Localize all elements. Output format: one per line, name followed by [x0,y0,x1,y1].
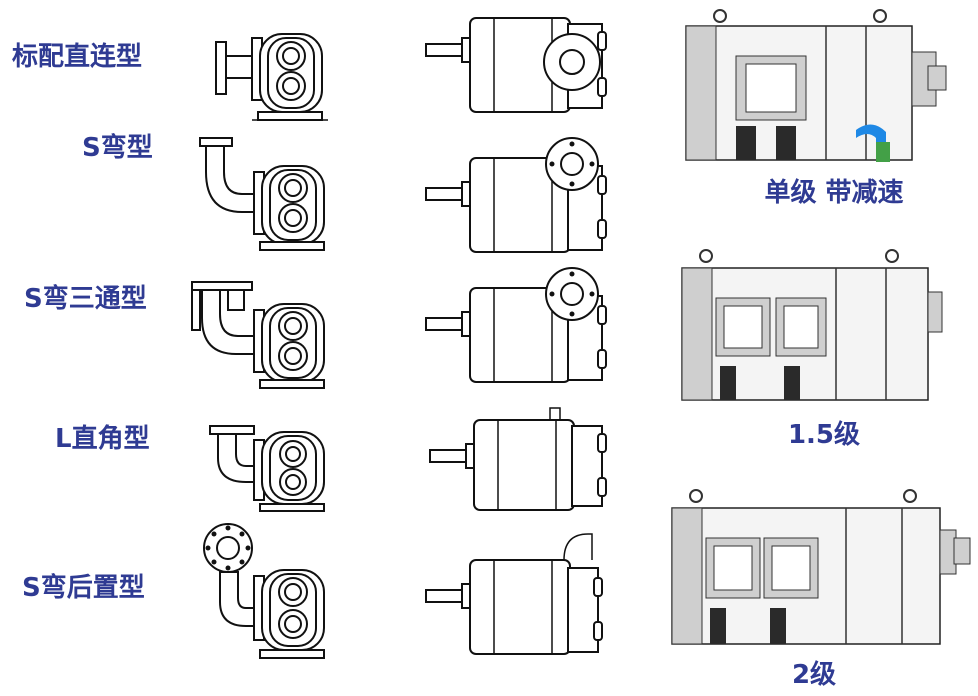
front-view-s-bend-tee [188,278,336,390]
label-s-bend: S弯型 [82,133,153,163]
side-view-standard [422,14,612,116]
side-view-l-angle [426,404,612,514]
label-s-bend-rear: S弯后置型 [22,573,145,603]
photo-one-half-stage [681,249,943,401]
front-view-standard [212,20,332,124]
label-standard: 标配直连型 [12,42,143,72]
caption-single-stage: 单级 带减速 [764,178,904,208]
front-view-s-bend [196,132,336,252]
front-view-l-angle [206,422,334,514]
label-s-bend-tee: S弯三通型 [24,284,147,314]
caption-one-half-stage: 1.5级 [787,420,861,450]
front-view-s-bend-rear [198,520,336,660]
logo-icon [856,124,890,162]
caption-two-stage: 2级 [791,660,837,690]
photo-single-stage [685,9,947,162]
label-l-angle: L直角型 [55,424,150,454]
side-view-s-bend-tee [422,266,612,386]
side-view-s-bend [422,136,612,256]
side-view-s-bend-rear [422,528,612,658]
photo-two-stage [671,489,971,645]
